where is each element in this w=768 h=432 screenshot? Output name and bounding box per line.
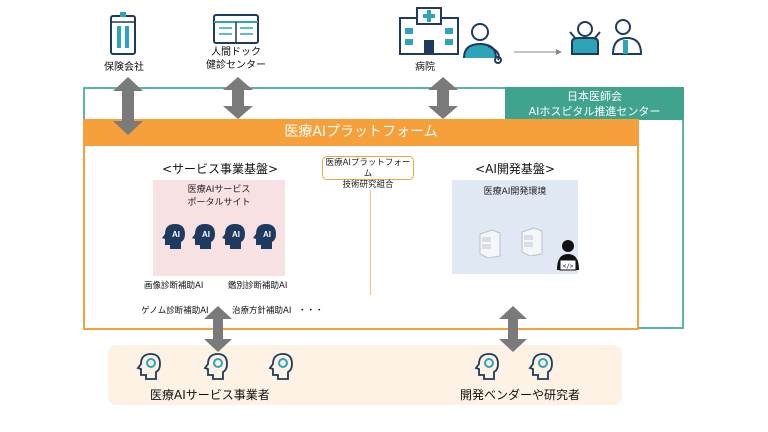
consortium-box: 医療AIプラットフォーム 技術研究組合 — [322, 156, 414, 190]
thinking-head-icon — [268, 351, 294, 381]
consortium-line1: 医療AIプラットフォーム — [325, 158, 411, 179]
service-item-treatment-policy: 治療方針補助AI — [232, 306, 292, 316]
person-icon — [610, 18, 644, 56]
portal-line2: ポータルサイト — [187, 198, 251, 208]
service-provider-double-arrow — [204, 306, 232, 356]
dev-env-box — [452, 180, 578, 274]
health-center-label-line1: 人間ドック — [211, 47, 261, 58]
ai-head-icon: AI — [191, 222, 217, 254]
service-item-ellipsis: ・・・ — [298, 306, 324, 316]
building-icon — [108, 12, 138, 56]
ai-head-icon: AI — [252, 222, 278, 254]
service-base-title: <サービス事業基盤> — [161, 162, 279, 176]
thinking-head-icon — [136, 351, 162, 381]
ai-badge-text: AI — [172, 230, 180, 239]
svg-text:</>: </> — [563, 263, 574, 270]
developer-laptop-icon: </> — [554, 238, 582, 272]
ai-head-icon: AI — [221, 222, 247, 254]
insurer-double-arrow — [113, 77, 143, 139]
service-item-differential-diagnosis: 鑑別診断補助AI — [228, 281, 288, 291]
health-center-double-arrow — [223, 77, 253, 123]
health-center-label: 人間ドック 健診センター — [200, 46, 272, 72]
jma-line2: AIホスピタル推進センター — [528, 105, 661, 118]
ai-badge-text: AI — [263, 230, 271, 239]
screening-center-icon — [213, 14, 259, 44]
hospital-icon — [398, 6, 460, 56]
hospital-label: 病院 — [415, 62, 435, 73]
hospital-double-arrow — [428, 77, 458, 123]
insurer-label: 保険会社 — [104, 62, 144, 73]
vendor-double-arrow — [499, 306, 527, 356]
thinking-head-icon — [474, 351, 500, 381]
ai-badge-text: AI — [232, 230, 240, 239]
service-providers-label: 医療AIサービス事業者 — [150, 388, 270, 402]
portal-line1: 医療AIサービス — [187, 185, 251, 195]
portal-title: 医療AIサービス ポータルサイト — [153, 184, 285, 210]
thinking-head-icon — [203, 351, 229, 381]
vendors-label: 開発ベンダーや研究者 — [460, 388, 581, 402]
platform-title: 医療AIプラットフォーム — [83, 119, 639, 146]
health-center-label-line2: 健診センター — [206, 60, 266, 71]
service-item-image-diagnosis: 画像診断補助AI — [144, 281, 204, 291]
dev-env-title: 医療AI開発環境 — [483, 187, 547, 197]
service-item-genome-diagnosis: ゲノム診断補助AI — [141, 306, 209, 316]
section-divider — [370, 190, 371, 295]
ai-dev-base-title: <AI開発基盤> — [475, 162, 555, 176]
consortium-line2: 技術研究組合 — [342, 180, 394, 190]
ai-head-icon: AI — [161, 222, 187, 254]
thinking-head-icon — [528, 351, 554, 381]
flow-arrow — [514, 41, 562, 60]
ai-badge-text: AI — [202, 230, 210, 239]
server-icon — [478, 228, 502, 258]
patient-icon — [568, 20, 602, 56]
server-icon — [520, 226, 544, 256]
doctor-icon — [460, 22, 508, 64]
jma-badge: 日本医師会 AIホスピタル推進センター — [505, 87, 684, 120]
jma-line1: 日本医師会 — [567, 90, 622, 103]
